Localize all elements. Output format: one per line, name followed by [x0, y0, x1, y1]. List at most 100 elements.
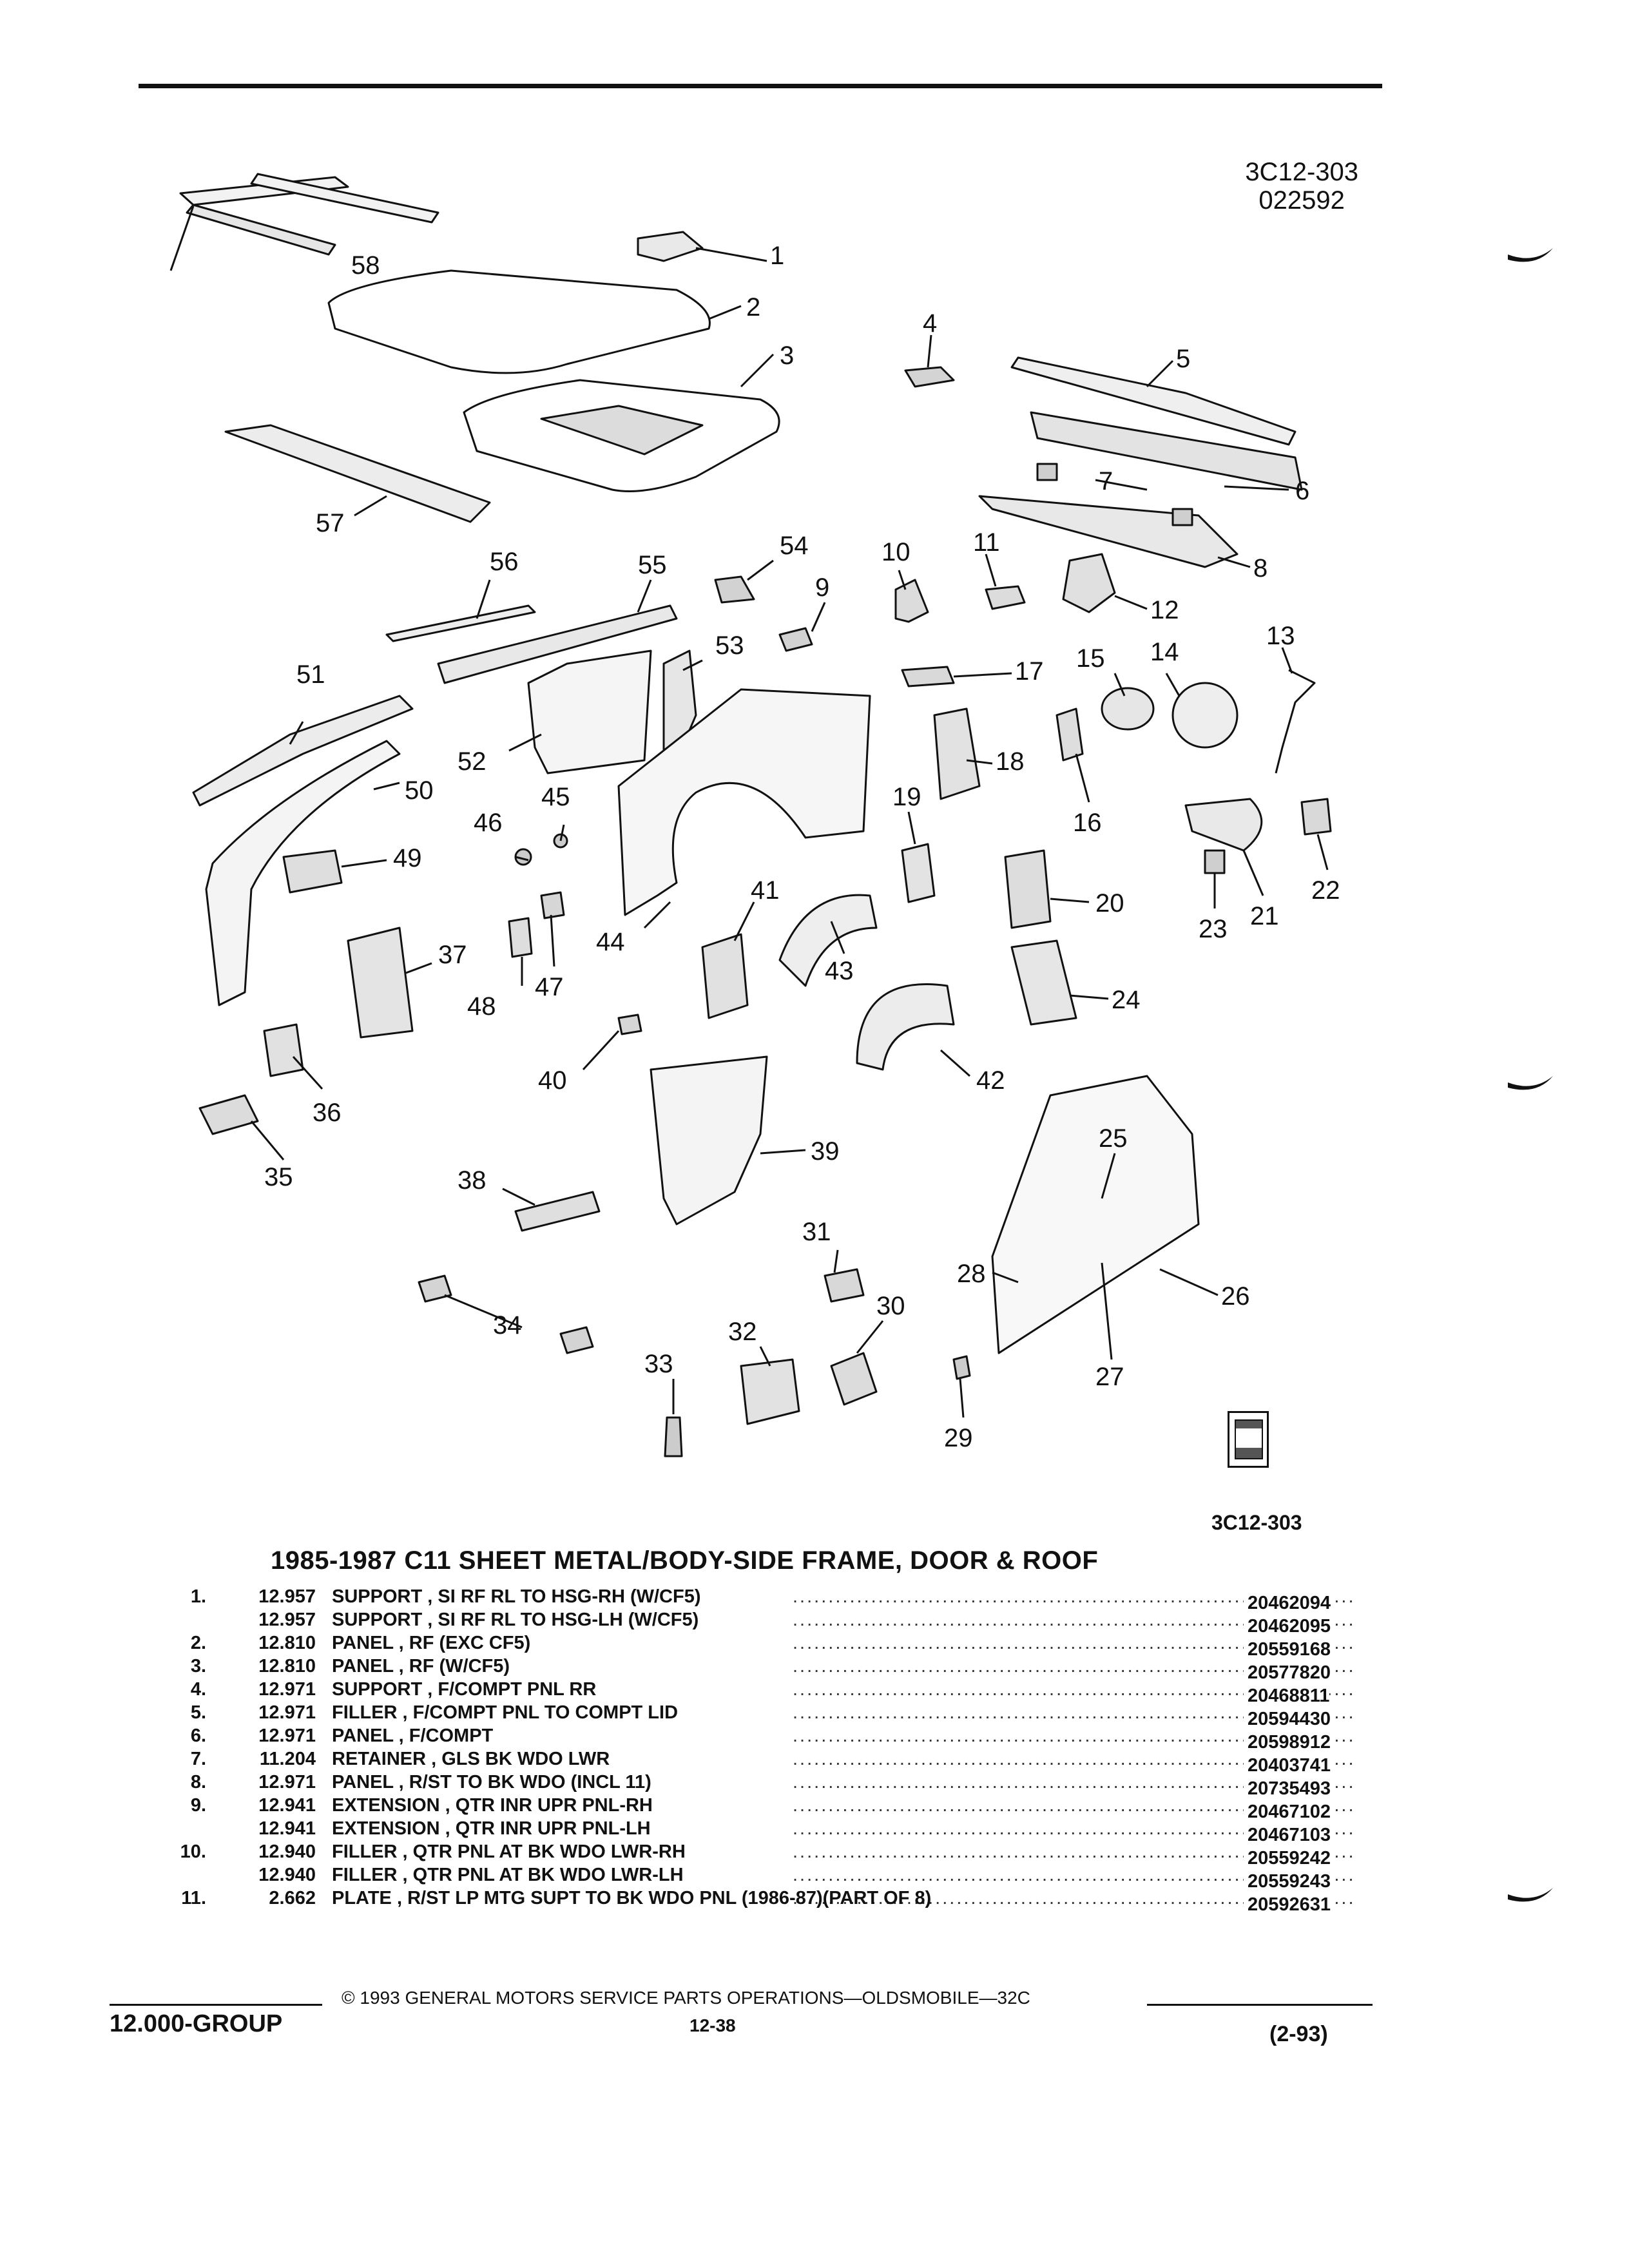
- callout-56: 56: [490, 548, 519, 576]
- callout-16: 16: [1073, 809, 1102, 837]
- callout-8: 8: [1253, 554, 1268, 582]
- callout-labels: 1 2 3 4 5 6 7 8 9 10 11 12 13 14 15 16 1…: [264, 242, 1340, 1452]
- callout-33: 33: [644, 1350, 673, 1378]
- part-key: 8.: [190, 1772, 206, 1792]
- parts-row: ........................................…: [155, 1794, 1366, 1823]
- parts-row: ........................................…: [155, 1817, 1366, 1847]
- callout-43: 43: [825, 957, 854, 985]
- part-description: EXTENSION , QTR INR UPR PNL-RH: [332, 1795, 653, 1816]
- part-52-53-pillars: [527, 649, 652, 774]
- part-40-clip: [617, 1014, 642, 1035]
- part-35-bracket: [198, 1094, 259, 1135]
- callout-24: 24: [1112, 986, 1141, 1014]
- parts-row: ........................................…: [155, 1631, 1366, 1661]
- callout-54: 54: [780, 532, 809, 560]
- part-key: 7.: [190, 1749, 206, 1769]
- part-number: 20735493: [1244, 1777, 1331, 1800]
- part-13-cable: [1275, 669, 1316, 774]
- callout-37: 37: [438, 941, 467, 969]
- part-code: 12.971: [258, 1772, 316, 1792]
- part-key: 6.: [190, 1725, 206, 1746]
- parts-row: ........................................…: [155, 1585, 1366, 1615]
- callout-57: 57: [316, 509, 345, 537]
- callout-25: 25: [1099, 1124, 1128, 1153]
- part-description: PANEL , RF (EXC CF5): [332, 1633, 531, 1653]
- part-code: 12.957: [258, 1610, 316, 1630]
- part-16-bracket: [1055, 707, 1084, 762]
- drawing-date: 022592: [1258, 186, 1345, 215]
- page-title: 1985-1987 C11 SHEET METAL/BODY-SIDE FRAM…: [271, 1546, 1099, 1575]
- part-description: PANEL , RF (W/CF5): [332, 1656, 510, 1677]
- callout-52: 52: [458, 747, 487, 776]
- part-description: PANEL , R/ST TO BK WDO (INCL 11): [332, 1772, 651, 1792]
- callout-39: 39: [811, 1137, 840, 1166]
- part-56-rail: [385, 604, 536, 642]
- callout-13: 13: [1266, 622, 1295, 650]
- part-37-bracket: [347, 927, 414, 1039]
- part-30-hinge: [830, 1352, 878, 1406]
- part-38-bracket: [514, 1191, 601, 1232]
- part-description: FILLER , QTR PNL AT BK WDO LWR-LH: [332, 1865, 684, 1885]
- part-description: RETAINER , GLS BK WDO LWR: [332, 1749, 610, 1769]
- part-number: 20467103: [1244, 1823, 1331, 1847]
- binder-punch-mark: [1508, 1076, 1553, 1090]
- part-32-hinge: [740, 1358, 800, 1425]
- callout-20: 20: [1095, 889, 1124, 918]
- callout-29: 29: [944, 1424, 973, 1452]
- callout-15: 15: [1076, 644, 1105, 673]
- part-key: 5.: [190, 1702, 206, 1723]
- callout-22: 22: [1311, 876, 1340, 905]
- parts-row: ........................................…: [155, 1771, 1366, 1800]
- part-22-bracket: [1300, 798, 1332, 836]
- part-17-bracket: [901, 666, 955, 687]
- part-9-extension: [778, 627, 813, 652]
- part-key: 4.: [190, 1679, 206, 1700]
- revision-date: (2-93): [1269, 2022, 1328, 2046]
- part-number: 20462095: [1244, 1615, 1331, 1638]
- part-49-bracket: [282, 849, 343, 894]
- binder-punch-mark: [1508, 1888, 1553, 1902]
- callout-10: 10: [882, 538, 911, 566]
- part-20-panel: [1004, 849, 1052, 929]
- part-code: 12.957: [258, 1586, 316, 1607]
- part-number: 20594430: [1244, 1707, 1331, 1731]
- part-code: 12.941: [258, 1795, 316, 1816]
- part-number: 20403741: [1244, 1754, 1331, 1777]
- parts-list: ........................................…: [155, 1585, 1366, 1916]
- part-51-rail: [192, 695, 414, 807]
- callout-4: 4: [923, 309, 937, 338]
- callout-19: 19: [892, 783, 921, 811]
- part-key: 3.: [190, 1656, 206, 1677]
- part-description: SUPPORT , SI RF RL TO HSG-LH (W/CF5): [332, 1610, 699, 1630]
- drawing-code: 3C12-303: [1245, 158, 1358, 186]
- part-code: 12.810: [258, 1656, 316, 1677]
- callout-50: 50: [405, 776, 434, 805]
- callout-51: 51: [296, 660, 325, 689]
- callout-27: 27: [1095, 1363, 1124, 1391]
- part-number: 20592631: [1244, 1893, 1331, 1916]
- part-24-panel: [1010, 939, 1077, 1026]
- part-number: 20598912: [1244, 1731, 1331, 1754]
- copyright: © 1993 GENERAL MOTORS SERVICE PARTS OPER…: [342, 1988, 1030, 2008]
- callout-41: 41: [751, 876, 780, 905]
- callout-58: 58: [351, 251, 380, 280]
- footer-rule-right: [1147, 2004, 1373, 2006]
- part-code: 12.810: [258, 1633, 316, 1653]
- part-14-fuel-door-housing: [1171, 682, 1239, 749]
- part-11-plate: [985, 585, 1026, 610]
- parts-row: ........................................…: [155, 1863, 1366, 1893]
- part-description: EXTENSION , QTR INR UPR PNL-LH: [332, 1818, 651, 1839]
- callout-3: 3: [780, 341, 794, 370]
- callout-14: 14: [1150, 638, 1179, 666]
- callout-34: 34: [493, 1311, 522, 1340]
- exploded-parts-diagram: 1 2 3 4 5 6 7 8 9 10 11 12 13 14 15 16 1…: [169, 173, 1340, 1457]
- callout-55: 55: [638, 551, 667, 579]
- part-code: 12.971: [258, 1702, 316, 1723]
- part-description: SUPPORT , F/COMPT PNL RR: [332, 1679, 597, 1700]
- callout-48: 48: [467, 992, 496, 1021]
- part-description: PANEL , F/COMPT: [332, 1725, 494, 1746]
- part-8-rear-seat-panel: [978, 495, 1239, 568]
- callout-49: 49: [393, 844, 422, 872]
- part-48-bracket: [508, 917, 533, 958]
- part-21-fuel-door: [1184, 798, 1263, 852]
